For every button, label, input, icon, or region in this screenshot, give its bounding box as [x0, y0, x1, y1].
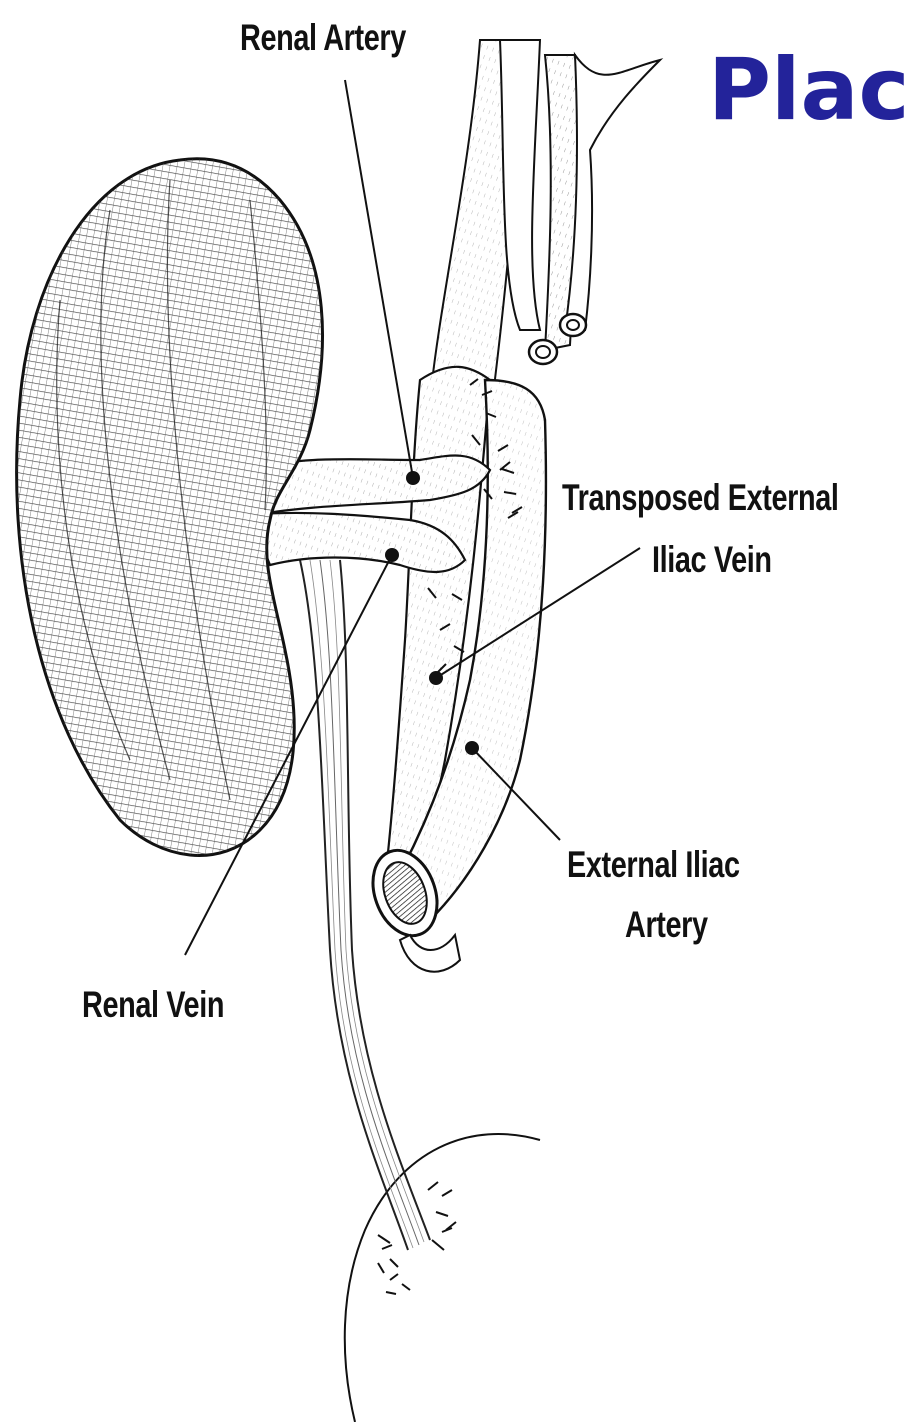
renal-artery-leader: [345, 80, 413, 478]
page-title: Plac: [708, 40, 910, 140]
label-renal-vein: Renal Vein: [82, 985, 224, 1025]
label-transposed-external-line1: Transposed External: [562, 478, 838, 518]
label-external-iliac-artery-line1: External Iliac: [567, 845, 740, 885]
label-external-iliac-artery-line2: Artery: [625, 905, 708, 945]
iliac-vessels-upper: [430, 40, 660, 420]
label-renal-artery: Renal Artery: [240, 18, 406, 58]
label-transposed-external-line2: Iliac Vein: [652, 540, 772, 580]
bladder-outline: [345, 1134, 540, 1422]
